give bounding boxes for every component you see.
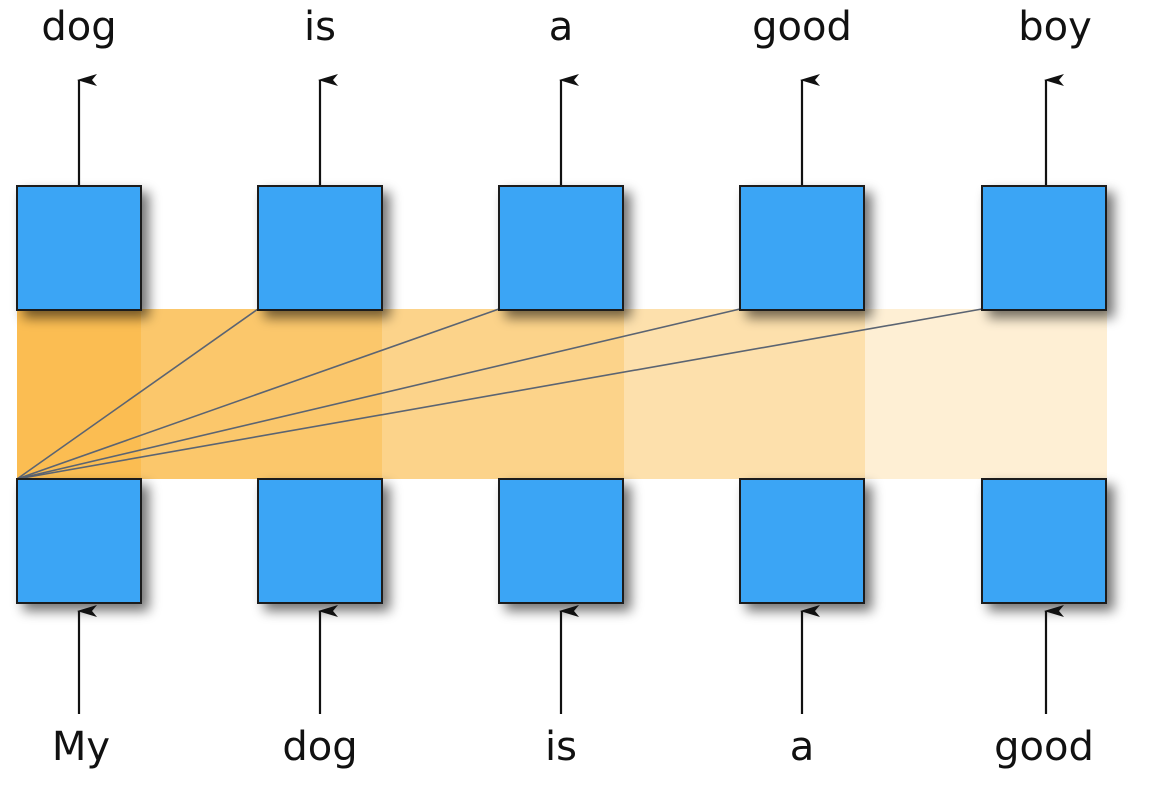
- attention-band-column-3: [17, 309, 624, 479]
- output-cell-1: [16, 185, 142, 311]
- input-words: My dog is a good: [52, 724, 1094, 770]
- output-token-4: good: [752, 4, 852, 50]
- output-token-3: a: [549, 4, 574, 50]
- output-cell-4: [739, 185, 865, 311]
- input-token-4: a: [790, 724, 815, 770]
- output-cell-5: [981, 185, 1107, 311]
- input-cell-4: [739, 478, 865, 604]
- output-cell-2: [257, 185, 383, 311]
- input-arrows: [77, 605, 1064, 714]
- output-token-1: dog: [41, 4, 116, 50]
- attention-band-column-1: [17, 309, 141, 479]
- attention-line-to-output-4: [16, 308, 741, 480]
- input-cell-5: [981, 478, 1107, 604]
- output-words: dog is a good boy: [41, 4, 1091, 50]
- output-cells: [16, 185, 1107, 311]
- input-cell-1: [16, 478, 142, 604]
- output-arrows: [77, 74, 1064, 185]
- input-token-3: is: [545, 724, 577, 770]
- input-cell-3: [498, 478, 624, 604]
- input-token-5: good: [994, 724, 1094, 770]
- attention-line-to-output-3: [16, 308, 500, 480]
- output-token-5: boy: [1018, 4, 1092, 50]
- input-token-1: My: [52, 724, 110, 770]
- attention-band-column-5: [17, 309, 1107, 479]
- input-cell-2: [257, 478, 383, 604]
- attention-line-to-output-2: [16, 308, 259, 480]
- attention-bands: [17, 309, 1107, 479]
- attention-band-column-2: [17, 309, 382, 479]
- output-cell-3: [498, 185, 624, 311]
- input-token-2: dog: [282, 724, 357, 770]
- attention-line-to-output-5: [16, 308, 983, 480]
- input-cells: [16, 478, 1107, 604]
- output-token-2: is: [304, 4, 336, 50]
- attention-fan-lines: [16, 308, 983, 480]
- attention-band-column-4: [17, 309, 865, 479]
